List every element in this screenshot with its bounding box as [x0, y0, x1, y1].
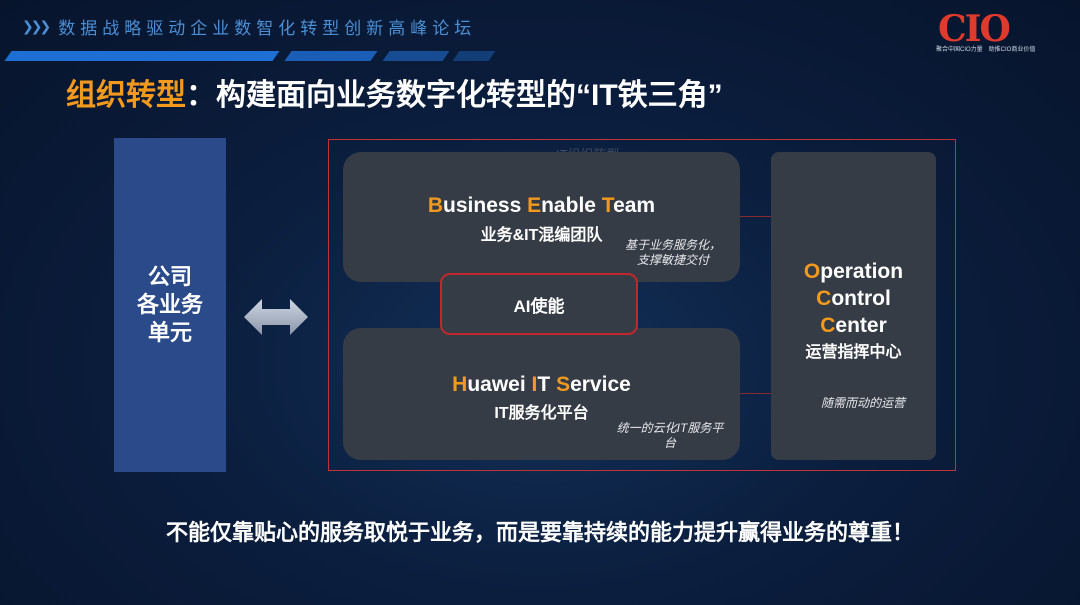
bet-note: 基于业务服务化， 支撑敏捷交付	[613, 238, 733, 268]
business-units-line-3: 单元	[147, 320, 192, 345]
slide-title: 组织转型：构建面向业务数字化转型的“IT铁三角”	[66, 70, 723, 114]
his-title-accent-1: H	[452, 373, 468, 396]
his-title-accent-2: I	[531, 373, 538, 396]
bet-note-line-2: 支撑敏捷交付	[636, 253, 709, 267]
bet-title: Business Enable Team	[343, 194, 740, 218]
occ-title-rest-2: ontrol	[831, 287, 891, 310]
ai-enable-box: AI使能	[440, 273, 638, 335]
connector-bet-occ	[740, 216, 771, 217]
tagline-text: 数据战略驱动企业数智化转型创新高峰论坛	[58, 19, 477, 38]
his-title-accent-3: S	[556, 373, 571, 396]
chevrons-icon: ❯❯❯	[22, 18, 51, 34]
conference-tagline: ❯❯❯ 数据战略驱动企业数智化转型创新高峰论坛	[22, 14, 476, 39]
bet-title-accent-1: B	[427, 194, 444, 217]
bet-title-rest-2: nable	[541, 194, 602, 217]
his-subtitle: IT服务化平台	[494, 405, 589, 422]
bet-title-accent-2: E	[527, 194, 542, 217]
stripe-4	[452, 51, 496, 61]
stripe-2	[284, 51, 378, 61]
footer-statement: 不能仅靠贴心的服务取悦于业务，而是要靠持续的能力提升赢得业务的尊重！	[165, 520, 914, 545]
bet-subtitle: 业务&IT混编团队	[480, 227, 603, 244]
double-arrow-icon	[244, 299, 308, 335]
his-title-rest-2: T	[537, 373, 557, 396]
occ-subtitle: 运营指挥中心	[805, 344, 902, 361]
bet-note-line-1: 基于业务服务化，	[624, 238, 721, 252]
operation-control-center-card: Operation Control Center 运营指挥中心 随需而动的运营	[771, 152, 936, 460]
stripe-3	[382, 51, 450, 61]
his-note-line-1: 统一的云化IT服务平	[616, 421, 724, 435]
his-note: 统一的云化IT服务平 台	[605, 421, 735, 451]
it-organization-frame	[328, 139, 956, 471]
logo-subtitle: 聚合中国CIO力量 助推CIO商业价值	[936, 47, 1036, 53]
bet-title-rest-3: eam	[613, 194, 656, 217]
occ-title-accent-3: C	[820, 314, 836, 337]
bet-title-accent-3: T	[601, 194, 614, 217]
his-note-line-2: 台	[663, 436, 676, 450]
title-highlight: 组织转型	[66, 79, 186, 112]
cio-logo: CIO 聚合中国CIO力量 助推CIO商业价值	[936, 8, 1035, 53]
occ-title-accent-2: C	[816, 287, 832, 310]
header-bar: ❯❯❯ 数据战略驱动企业数智化转型创新高峰论坛 CIO 聚合中国CIO力量 助推…	[0, 0, 1080, 64]
business-units-block: 公司 各业务 单元	[114, 138, 226, 472]
business-units-line-1: 公司	[147, 264, 192, 289]
his-title-rest-3: ervice	[570, 373, 631, 396]
logo-text: CIO	[938, 8, 1011, 50]
title-rest: ：构建面向业务数字化转型的“IT铁三角”	[186, 79, 723, 112]
occ-title-rest-1: peration	[820, 260, 904, 283]
connector-his-occ	[740, 393, 771, 394]
occ-title-rest-3: enter	[835, 314, 887, 337]
his-title-rest-1: uawei	[467, 373, 532, 396]
occ-title-accent-1: O	[803, 260, 821, 283]
his-title: Huawei IT Service	[343, 373, 740, 397]
header-stripes	[0, 51, 520, 61]
huawei-it-service-card: Huawei IT Service IT服务化平台 统一的云化IT服务平 台	[343, 328, 740, 460]
bet-title-rest-1: usiness	[443, 194, 528, 217]
business-units-label: 公司 各业务 单元	[137, 263, 203, 347]
occ-note: 随需而动的运营	[821, 396, 906, 410]
occ-title: Operation Control Center	[771, 258, 936, 339]
business-units-line-2: 各业务	[136, 292, 203, 317]
business-enable-team-card: Business Enable Team 业务&IT混编团队 基于业务服务化， …	[343, 152, 740, 282]
stripe-1	[4, 51, 280, 61]
ai-enable-label: AI使能	[513, 296, 565, 316]
